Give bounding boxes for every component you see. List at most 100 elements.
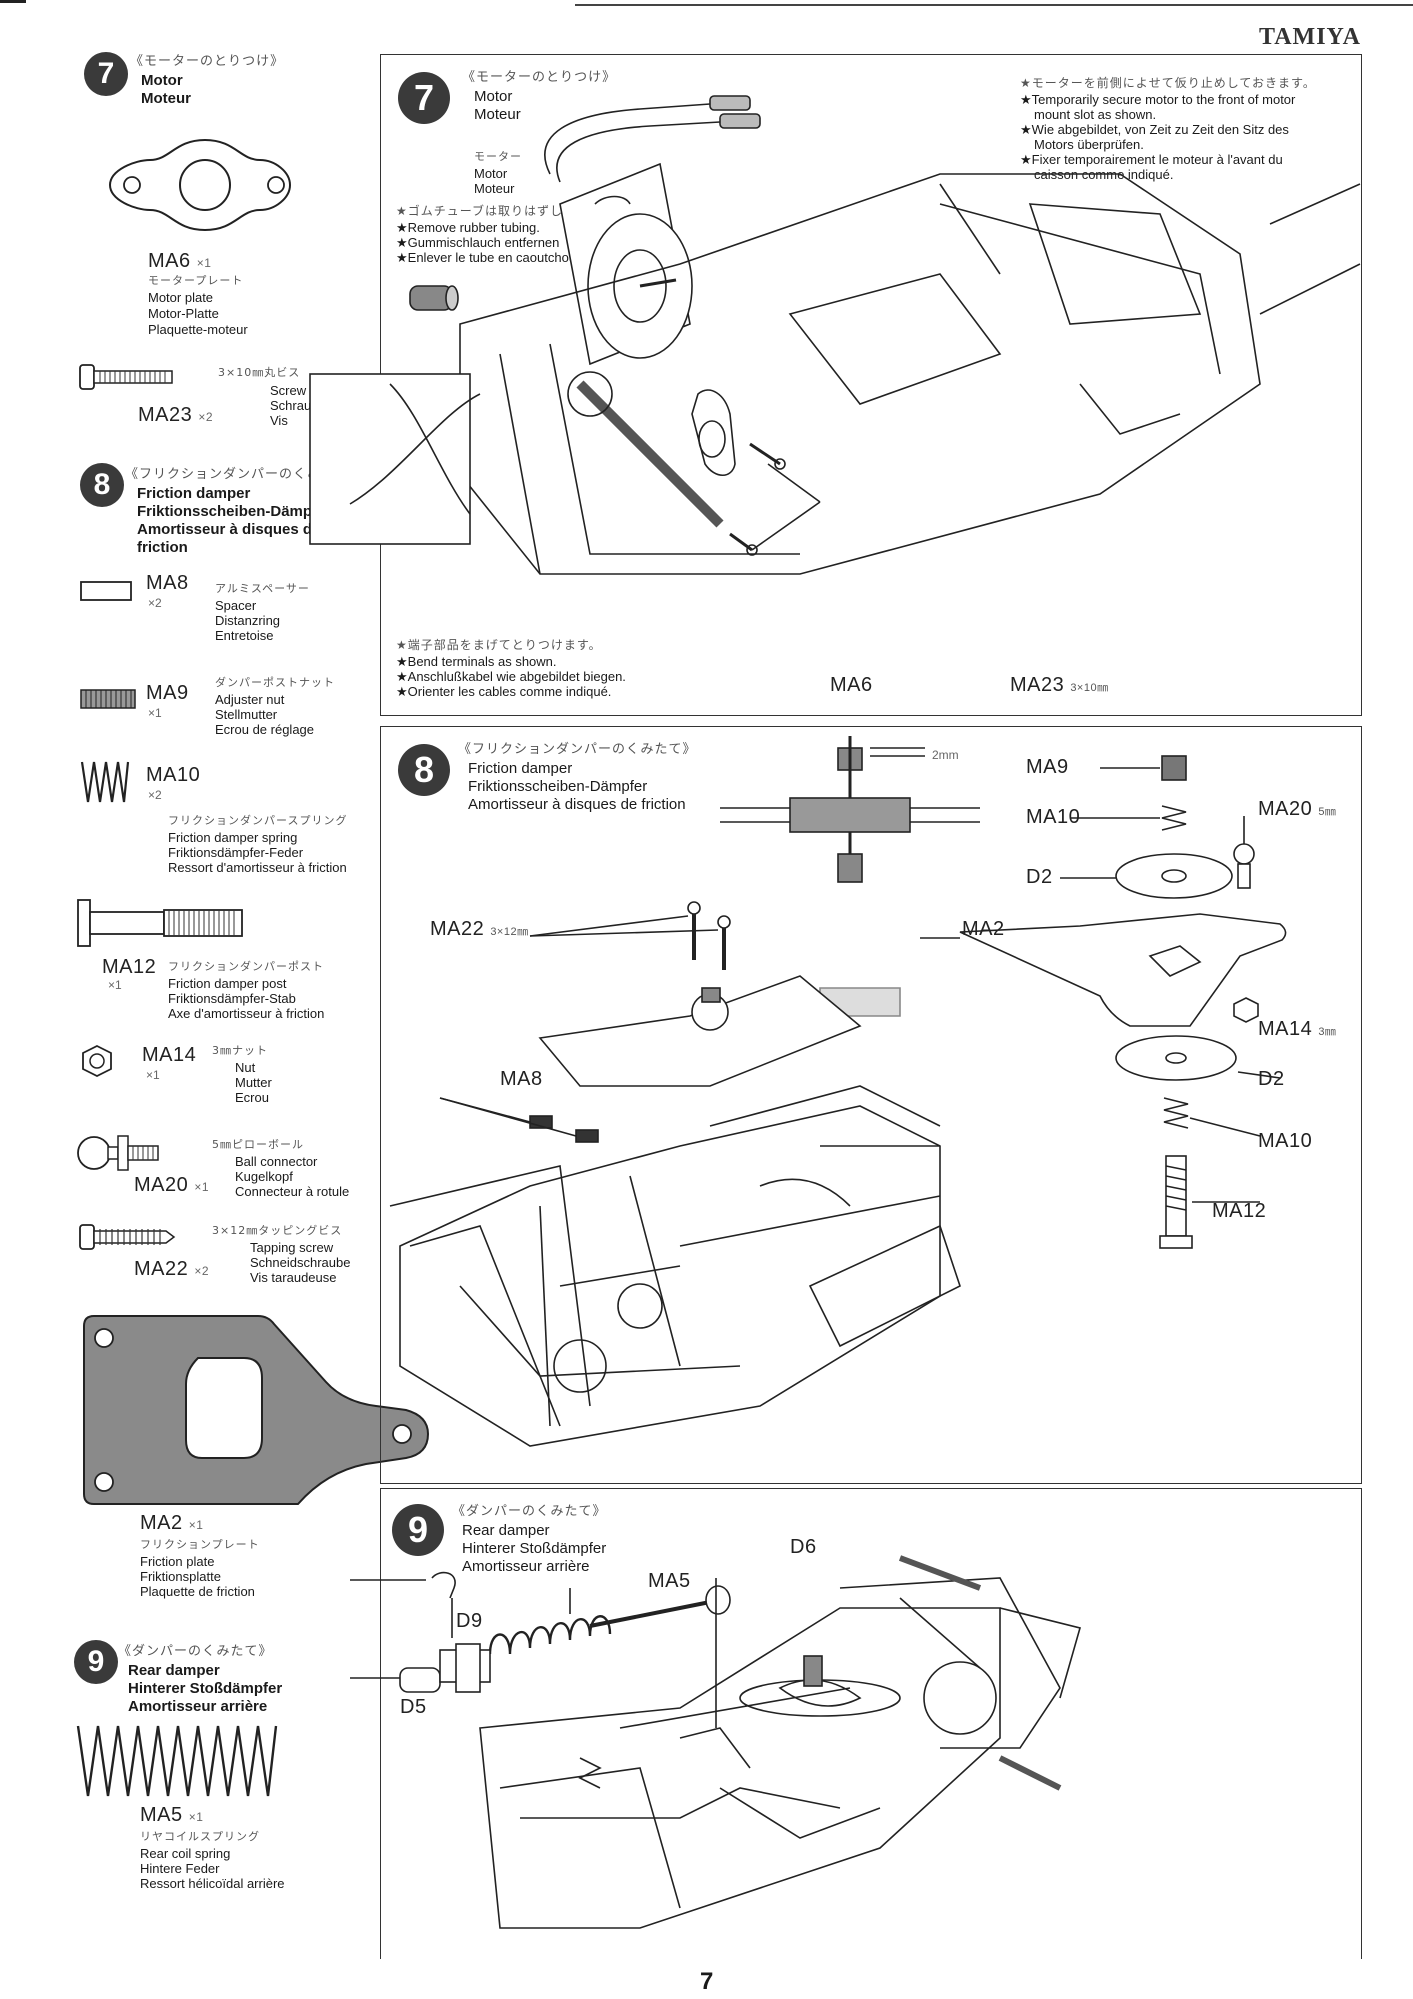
note-tube-de: ★Gummischlauch entfernen xyxy=(396,235,560,250)
part-de-ma10: Friktionsdämpfer-Feder xyxy=(168,845,304,860)
part-de-ma20: Kugelkopf xyxy=(235,1169,293,1184)
part-de-ma8: Distanzring xyxy=(215,613,281,628)
callout-d9: D9 xyxy=(456,1610,483,1632)
note-terminals-de: ★Anschlußkabel wie abgebildet biegen. xyxy=(396,669,626,684)
friction-plate-ma2-drawing xyxy=(83,1315,430,1505)
part-fr-ma12: Axe d'amortisseur à friction xyxy=(168,1006,325,1021)
part-de-ma9: Stellmutter xyxy=(215,707,278,722)
callout-ma5: MA5 xyxy=(648,1570,691,1592)
note-terminals-fr: ★Orienter les cables comme indiqué. xyxy=(396,684,612,699)
rear-coil-spring-ma5-drawing xyxy=(76,1725,278,1797)
part-en-ma6: Motor plate xyxy=(148,290,214,305)
callout-ma10-bottom: MA10 xyxy=(1258,1130,1313,1152)
motor-label-jp: モーター xyxy=(474,150,522,163)
panel-7-fr-title: Moteur xyxy=(474,106,521,123)
part-de-ma22: Schneidschraube xyxy=(250,1255,351,1270)
panel-9-en-title: Rear damper xyxy=(462,1522,550,1539)
note-terminals-jp: ★端子部品をまげてとりつけます。 xyxy=(396,638,602,652)
tapping-screw-ma22-drawing xyxy=(79,1224,176,1250)
callout-ma22-size: 3×12㎜ xyxy=(490,926,529,938)
step-9-jp-title: 《ダンパーのくみたて》 xyxy=(118,1644,273,1659)
part-en-ma5: Rear coil spring xyxy=(140,1846,231,1861)
panel-8-illustration xyxy=(389,736,1287,1447)
callout-d2-bottom: D2 xyxy=(1258,1068,1285,1090)
page-number: 7 xyxy=(700,1968,714,1995)
part-jp-ma2: フリクションプレート xyxy=(140,1538,260,1551)
step-7-jp-title: 《モーターのとりつけ》 xyxy=(130,54,285,69)
callout-ma22: MA22 xyxy=(430,918,485,940)
part-fr-ma20: Connecteur à rotule xyxy=(235,1184,350,1199)
part-jp-ma6: モータープレート xyxy=(148,274,244,287)
part-code-ma23: MA23 xyxy=(138,404,193,426)
part-en-ma2: Friction plate xyxy=(140,1554,215,1569)
part-en-ma22: Tapping screw xyxy=(250,1240,334,1255)
step-8-en-title: Friction damper xyxy=(137,485,251,502)
step-7-en-title: Motor xyxy=(141,72,183,89)
part-de-ma5: Hintere Feder xyxy=(140,1861,220,1876)
panel-9-fr-title: Amortisseur arrière xyxy=(462,1558,590,1575)
part-fr-ma23: Vis xyxy=(270,413,288,428)
callout-ma20-size: 5㎜ xyxy=(1318,806,1337,818)
part-jp-ma20: 5㎜ピローボール xyxy=(212,1138,304,1151)
panel-step-8 xyxy=(380,726,1362,1484)
panel-8-de-title: Friktionsscheiben-Dämpfer xyxy=(468,778,648,795)
step-8-fr-title: Amortisseur à disques de friction xyxy=(137,521,321,556)
note-tube-en: ★Remove rubber tubing. xyxy=(396,220,540,235)
note-terminals-en: ★Bend terminals as shown. xyxy=(396,654,557,669)
callout-d6: D6 xyxy=(790,1536,817,1558)
part-jp-ma14: 3㎜ナット xyxy=(212,1044,268,1057)
spacer-ma8-drawing xyxy=(80,581,132,601)
part-fr-ma14: Ecrou xyxy=(235,1090,269,1105)
step-8-jp-title: 《フリクションダンパーのくみたて》 xyxy=(125,467,364,482)
nut-ma14-drawing xyxy=(82,1044,112,1078)
part-qty-ma14: ×1 xyxy=(146,1068,160,1082)
damper-spring-ma10-drawing xyxy=(80,761,130,803)
callout-ma14-size: 3㎜ xyxy=(1318,1026,1337,1038)
note-secure-en-1: ★Temporarily secure motor to the front o… xyxy=(1020,92,1296,107)
part-qty-ma5: ×1 xyxy=(188,1810,204,1824)
panel-8-en-title: Friction damper xyxy=(468,760,573,777)
part-fr-ma22: Vis taraudeuse xyxy=(250,1270,337,1285)
part-fr-ma9: Ecrou de réglage xyxy=(215,722,315,737)
step-9-en-title: Rear damper xyxy=(128,1662,220,1679)
part-qty-ma22: ×2 xyxy=(194,1264,209,1278)
part-qty-ma6: ×1 xyxy=(196,256,212,270)
callout-ma12: MA12 xyxy=(1212,1200,1267,1222)
motor-label-en: Motor xyxy=(474,166,508,181)
gap-note-2mm: 2mm xyxy=(932,748,959,762)
callout-ma10-top: MA10 xyxy=(1026,806,1081,828)
panel-9-illustration xyxy=(350,1555,1081,1929)
part-code-ma5: MA5 xyxy=(140,1804,183,1826)
motor-label-fr: Moteur xyxy=(474,181,515,196)
part-fr-ma8: Entretoise xyxy=(215,628,274,643)
panel-9-badge: 9 xyxy=(392,1504,444,1556)
part-jp-ma9: ダンパーポストナット xyxy=(215,676,335,689)
part-fr-ma6: Plaquette-moteur xyxy=(148,322,248,337)
callout-ma23-size: 3×10㎜ xyxy=(1070,682,1109,694)
part-en-ma12: Friction damper post xyxy=(168,976,287,991)
crop-mark xyxy=(0,0,26,3)
part-en-ma9: Adjuster nut xyxy=(215,692,285,707)
panel-8-jp-title: 《フリクションダンパーのくみたて》 xyxy=(458,742,697,757)
callout-ma8: MA8 xyxy=(500,1068,543,1090)
part-qty-ma20: ×1 xyxy=(194,1180,209,1194)
part-qty-ma23: ×2 xyxy=(198,410,213,424)
part-qty-ma2: ×1 xyxy=(188,1518,204,1532)
part-code-ma14: MA14 xyxy=(142,1044,197,1066)
brand-logo: TAMIYA xyxy=(1258,24,1361,50)
panel-9-de-title: Hinterer Stoßdämpfer xyxy=(462,1540,607,1557)
part-code-ma22: MA22 xyxy=(134,1258,189,1280)
part-de-ma12: Friktionsdämpfer-Stab xyxy=(168,991,296,1006)
damper-post-ma12-drawing xyxy=(77,899,243,947)
step-9-badge: 9 xyxy=(74,1640,118,1684)
part-qty-ma9: ×1 xyxy=(148,706,162,720)
step-7-badge: 7 xyxy=(84,52,128,96)
part-code-ma12: MA12 xyxy=(102,956,157,978)
panel-9-jp-title: 《ダンパーのくみたて》 xyxy=(452,1504,607,1519)
part-qty-ma10: ×2 xyxy=(148,788,162,802)
part-jp-ma10: フリクションダンパースプリング xyxy=(168,814,348,827)
note-secure-fr-1: ★Fixer temporairement le moteur à l'avan… xyxy=(1020,152,1283,167)
panel-7-en-title: Motor xyxy=(474,88,513,105)
ball-connector-ma20-drawing xyxy=(77,1135,159,1171)
part-qty-ma8: ×2 xyxy=(148,596,162,610)
